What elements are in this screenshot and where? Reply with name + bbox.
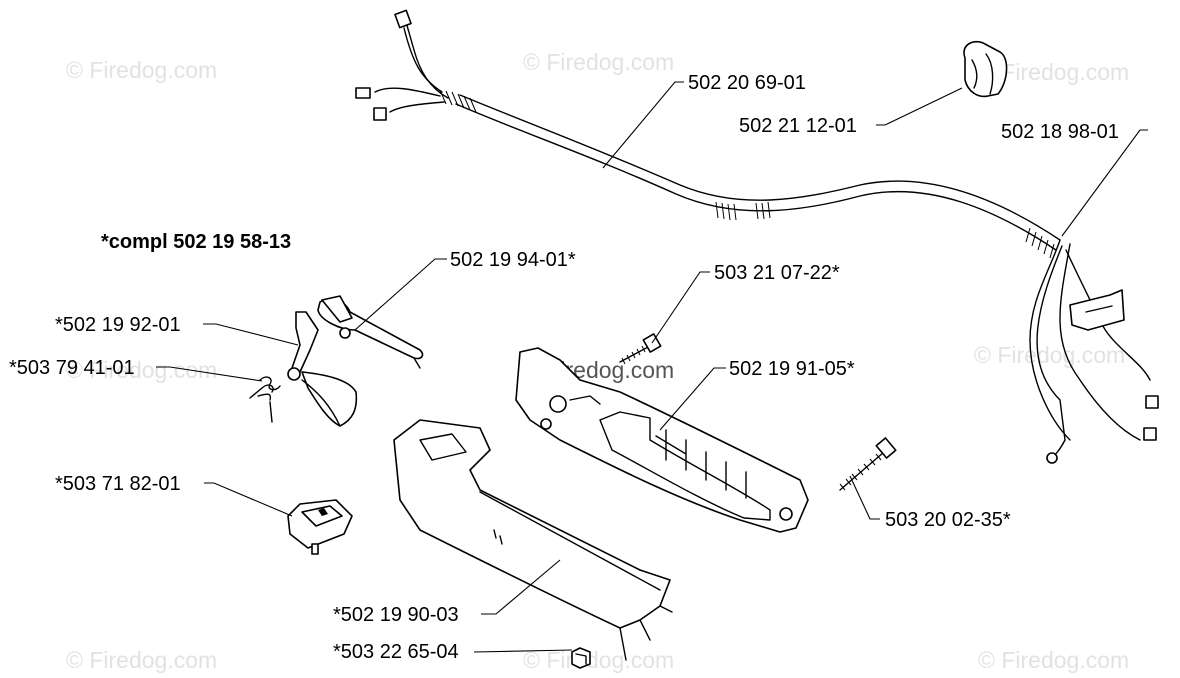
- watermark: © Firedog.com: [66, 647, 217, 673]
- part-label-stop-switch: *503 71 82-01: [55, 473, 181, 495]
- part-label-screw-short: 503 21 07-22*: [714, 262, 840, 284]
- part-label-handle-half-left: *502 19 90-03: [333, 604, 459, 626]
- assembly-label: *compl 502 19 58-13: [101, 231, 291, 253]
- nut-part: [571, 647, 591, 669]
- part-label-spring: *503 79 41-01: [9, 357, 135, 379]
- throttle-trigger-part: [317, 295, 424, 369]
- lockout-lever-part: [287, 311, 358, 427]
- part-label-cable-end: 502 18 98-01: [1001, 121, 1119, 143]
- screw-long-part: [839, 437, 897, 491]
- watermark: © Firedog.com: [66, 57, 217, 83]
- watermark: © Firedog.com: [523, 49, 674, 75]
- handle-half-right-part: [515, 347, 809, 533]
- watermark: © Firedog.com: [978, 647, 1129, 673]
- part-label-nut: *503 22 65-04: [333, 641, 459, 663]
- part-labels: *compl 502 19 58-13 502 20 69-01 502 21 …: [9, 72, 1119, 663]
- part-label-grommet: 502 21 12-01: [739, 115, 857, 137]
- cable-sheath-coil: [439, 89, 1055, 259]
- watermark: © Firedog.com: [523, 647, 674, 673]
- part-label-handle-half-right: 502 19 91-05*: [729, 358, 855, 380]
- spring-part: [249, 376, 281, 423]
- grommet-part: [963, 40, 1008, 98]
- stop-switch-part: [287, 499, 353, 555]
- handle-half-left-part: [393, 419, 673, 661]
- cable-harness-part: [355, 9, 1159, 464]
- part-label-screw-long: 503 20 02-35*: [885, 509, 1011, 531]
- part-label-throttle-trigger: 502 19 94-01*: [450, 249, 576, 271]
- leader-lines: [156, 81, 1148, 653]
- watermark: © Firedog.com: [974, 342, 1125, 368]
- part-label-lockout-lever: *502 19 92-01: [55, 314, 181, 336]
- part-label-cable-harness: 502 20 69-01: [688, 72, 806, 94]
